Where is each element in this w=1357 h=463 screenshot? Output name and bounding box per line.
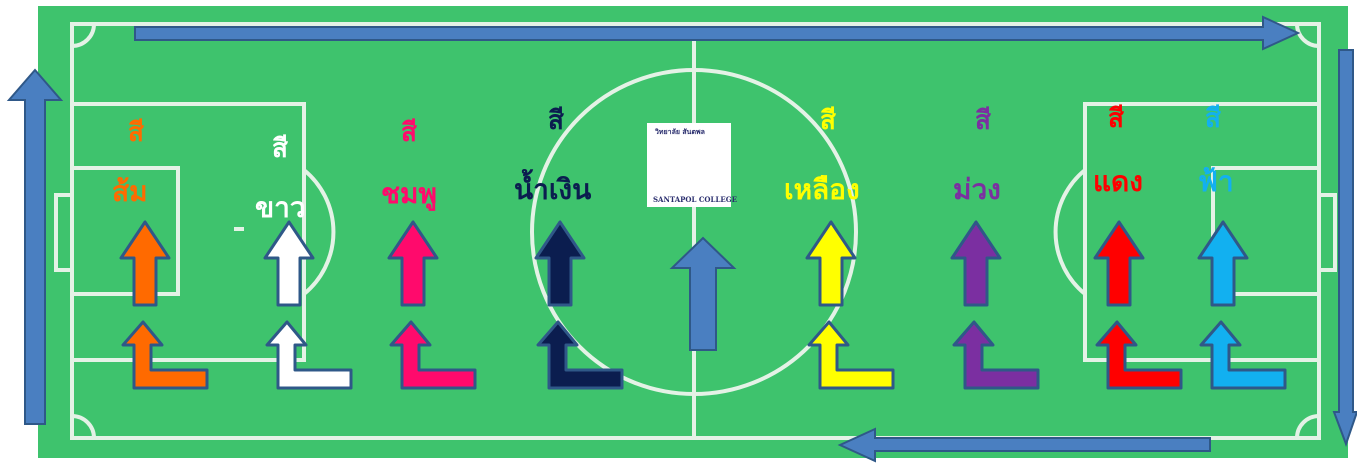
team-arrow-red [1093,220,1145,307]
team-word-purple: สี [975,106,991,136]
track-arrow-top-right [134,15,1301,51]
team-name-white: ขาว [255,191,306,224]
team-arrows [119,220,1287,390]
team-word-orange: สี [128,118,144,148]
team-arrow-white [263,220,315,307]
logo-english-text: SANTAPOL COLLEGE [653,195,738,204]
college-logo: วิทยาลัย สันตพล SANTAPOL COLLEGE [647,123,737,207]
team-word-sky: สี [1205,104,1221,134]
logo-thai-text: วิทยาลัย สันตพล [655,127,705,136]
team-word-navy: สี [548,106,564,136]
team-name-sky: ฟ้า [1198,165,1234,198]
team-name-red: แดง [1093,165,1143,198]
team-word-yellow: สี [820,106,836,136]
team-turn-arrow-purple [952,320,1040,390]
team-turn-arrow-navy [536,320,624,390]
team-arrow-sky [1197,220,1249,307]
team-turn-arrow-red [1095,320,1183,390]
team-name-pink: ชมพู [381,177,437,210]
track-arrows [6,15,1357,463]
team-name-navy: น้ำเงิน [514,173,592,206]
team-word-white: สี [272,134,288,164]
team-arrow-navy [534,220,586,307]
track-arrow-right-down [1332,49,1357,447]
team-name-yellow: เหลือง [784,173,860,206]
track-arrow-left-up [6,68,64,425]
team-name-purple: ม่วง [953,173,1001,206]
team-arrow-yellow [805,220,857,307]
team-arrow-purple [950,220,1002,307]
team-turn-arrow-orange [121,320,209,390]
team-turn-arrow-sky [1199,320,1287,390]
team-word-pink: สี [401,118,417,148]
team-arrow-orange [119,220,171,307]
track-arrow-bottom-left [837,427,1211,463]
team-turn-arrow-yellow [807,320,895,390]
team-word-red: สี [1108,104,1124,134]
penalty-spot [234,227,244,231]
team-name-orange: ส้ม [112,175,148,208]
team-arrow-pink [387,220,439,307]
team-turn-arrow-pink [389,320,477,390]
center-start-arrow [669,236,737,351]
team-turn-arrow-white [265,320,353,390]
pitch-markings [54,22,1337,440]
